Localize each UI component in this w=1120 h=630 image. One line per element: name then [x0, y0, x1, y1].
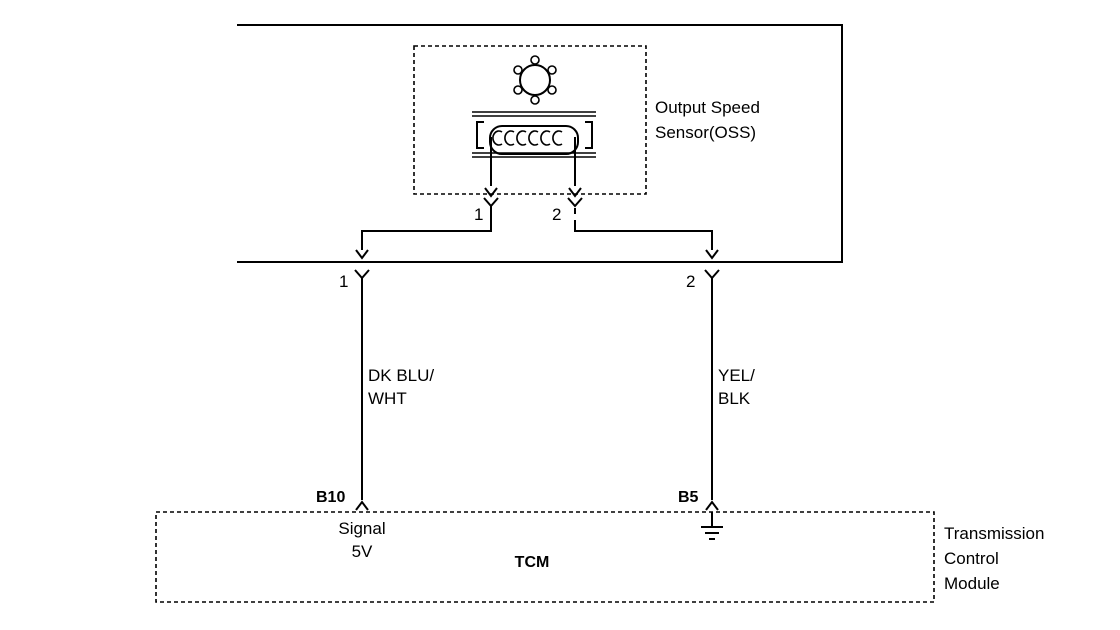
tcm-desc-line3: Module	[944, 574, 1000, 593]
sensor-boundary	[413, 45, 647, 195]
wire-left-color-line1: DK BLU/	[368, 366, 434, 385]
sensor-name-line1: Output Speed	[655, 98, 760, 117]
tcm-connector-b10-icon	[355, 500, 369, 511]
harness-arrow-2	[705, 249, 719, 260]
harness-arrow-1	[355, 249, 369, 260]
harness-connector-2-icon	[704, 269, 720, 288]
sensor-lead-2-arrow	[568, 187, 582, 198]
tcm-signal-line1: Signal	[338, 519, 385, 538]
harness-pin-1-label: 1	[339, 272, 348, 291]
harness-pin-2-label: 2	[686, 272, 695, 291]
sensor-pin-2-label: 2	[552, 205, 561, 224]
sensor-coil-icon	[472, 111, 596, 158]
sensor-lead-1-arrow	[484, 187, 498, 198]
wire-pin1-to-harness	[361, 216, 492, 250]
tcm-signal-line2: 5V	[352, 542, 373, 561]
wire-right-color-line1: YEL/	[718, 366, 755, 385]
tcm-connector-b5-icon	[705, 500, 719, 511]
sensor-pin-1-label: 1	[474, 205, 483, 224]
ground-icon	[701, 512, 723, 540]
wire-left-color-line2: WHT	[368, 389, 407, 408]
sensor-connector-1-icon	[483, 197, 499, 216]
tcm-desc-line2: Control	[944, 549, 999, 568]
tcm-pin-b10-label: B10	[316, 489, 345, 506]
transmission-housing-outline	[237, 24, 843, 263]
tcm-boundary	[155, 511, 935, 603]
sensor-name-line2: Sensor(OSS)	[655, 123, 756, 142]
tcm-pin-b5-label: B5	[678, 489, 699, 506]
sensor-connector-2-icon	[567, 197, 583, 214]
tone-wheel-icon	[513, 55, 557, 105]
wire-right-color-line2: BLK	[718, 389, 751, 408]
harness-connector-1-icon	[354, 269, 370, 288]
wire-pin2-to-harness	[574, 220, 713, 250]
tcm-label: TCM	[515, 554, 550, 571]
tcm-desc-line1: Transmission	[944, 524, 1044, 543]
